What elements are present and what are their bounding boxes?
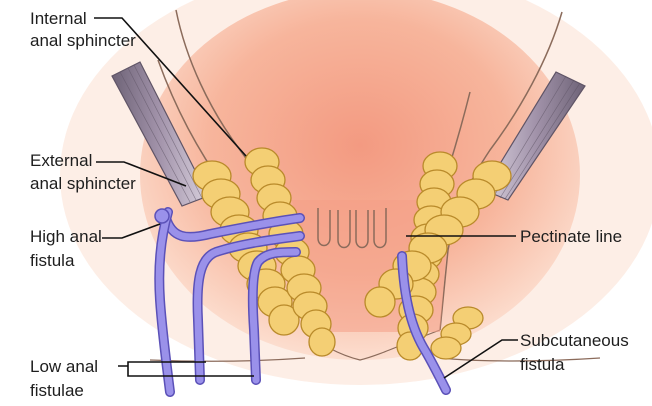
muscle-bundle (431, 337, 461, 359)
muscle-bundle (309, 328, 335, 356)
muscle-bundle (365, 287, 395, 317)
label-pectinate-line: Pectinate line (520, 227, 622, 246)
